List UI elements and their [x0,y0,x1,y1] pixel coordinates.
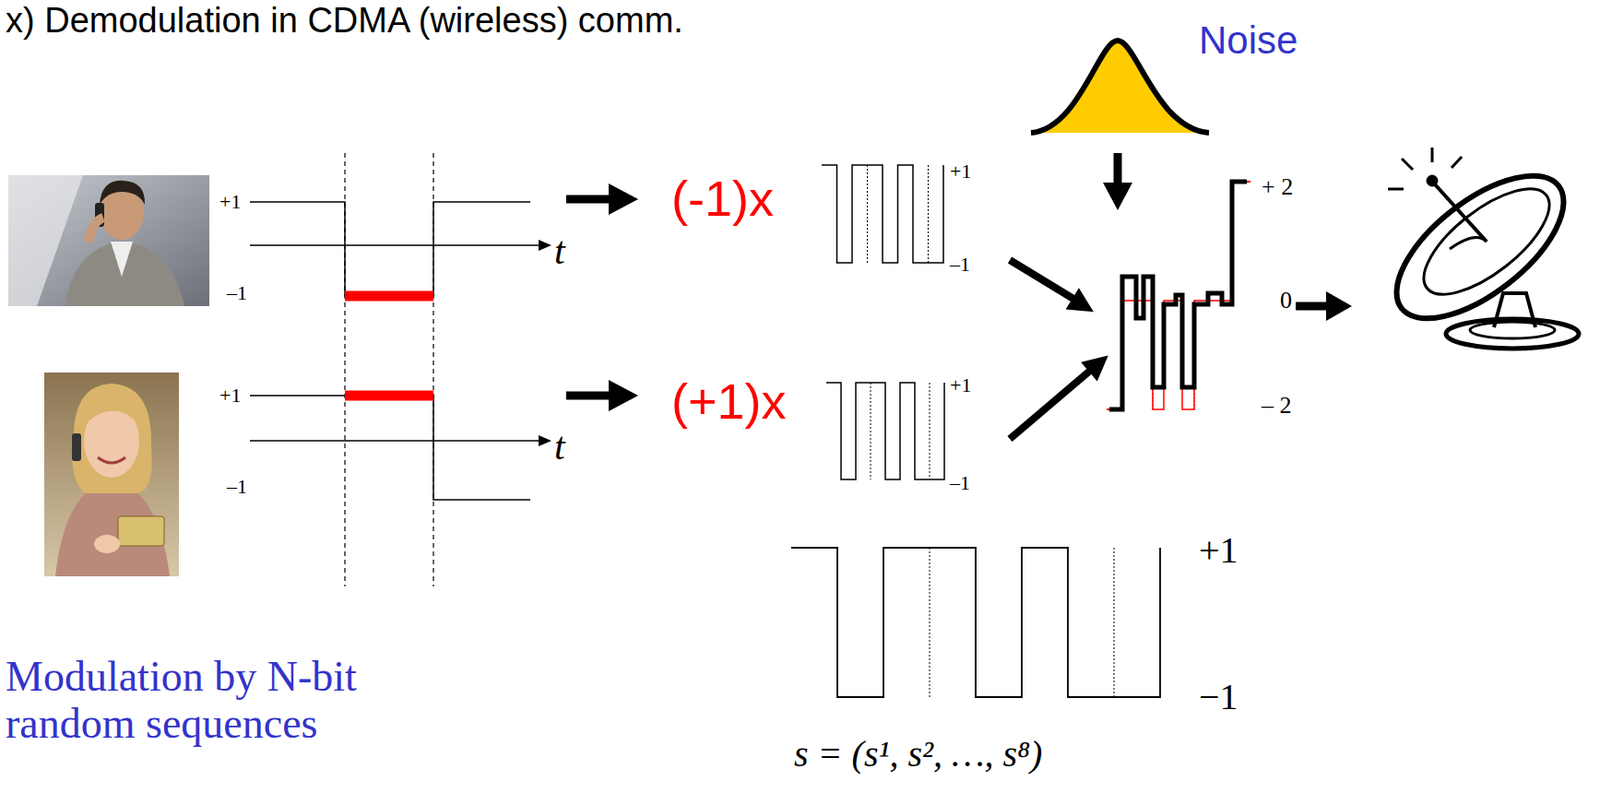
bit-signal [249,201,552,297]
bit-signal [249,395,552,500]
received-signal [1106,181,1251,410]
level-label: –1 [949,472,971,495]
level-label: +1 [949,374,972,397]
level-label: +1 [1198,530,1239,571]
flow-arrow [566,183,639,412]
spreading-sequence [791,547,1161,698]
level-label: + 2 [1261,174,1293,202]
noise-gaussian [1031,40,1209,211]
level-label: −1 [1198,676,1239,718]
slide-title: x) Demodulation in CDMA (wireless) comm. [5,1,684,41]
caller-photo [8,175,210,307]
caller-photo [44,372,179,577]
level-label: –1 [949,253,971,276]
level-label: –1 [226,282,248,305]
level-label: –1 [226,475,248,498]
level-label: +1 [949,160,972,183]
sequence-formula: s = (s¹, s², …, s⁸) [794,734,1043,775]
level-label: +1 [219,384,241,407]
level-label: 0 [1280,287,1292,315]
bit-boundary [344,153,434,587]
bit-multiplier: (-1)x [671,171,774,226]
note-text: Modulation by N-bit random sequences [5,653,449,747]
satellite-dish [1373,147,1588,349]
flow-arrow [1295,291,1352,321]
level-label: +1 [219,190,241,214]
axis-label: t [554,425,566,468]
level-label: – 2 [1261,392,1292,420]
noise-label: Noise [1198,19,1298,62]
axis-label: t [554,229,566,273]
bit-multiplier: (+1)x [671,374,787,429]
flow-arrow [1009,260,1107,439]
spreading-sequence [821,165,945,480]
